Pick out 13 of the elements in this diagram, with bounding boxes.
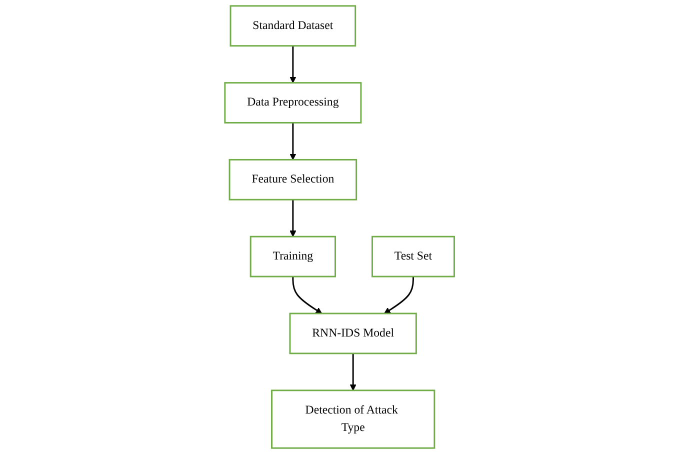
arrow bbox=[290, 200, 296, 237]
arrow bbox=[290, 122, 296, 160]
arrow bbox=[290, 46, 296, 84]
node-box: RNN-IDS Model bbox=[289, 312, 417, 354]
arrow bbox=[292, 276, 322, 314]
node-box: Detection of Attack Type bbox=[270, 390, 436, 449]
node-box: Test Set bbox=[371, 236, 455, 278]
node-box: Standard Dataset bbox=[230, 5, 356, 47]
node-box: Feature Selection bbox=[228, 158, 357, 200]
arrow bbox=[384, 276, 414, 314]
node-box: Data Preprocessing bbox=[224, 82, 362, 124]
arrow bbox=[350, 353, 356, 391]
node-box: Training bbox=[250, 236, 336, 278]
